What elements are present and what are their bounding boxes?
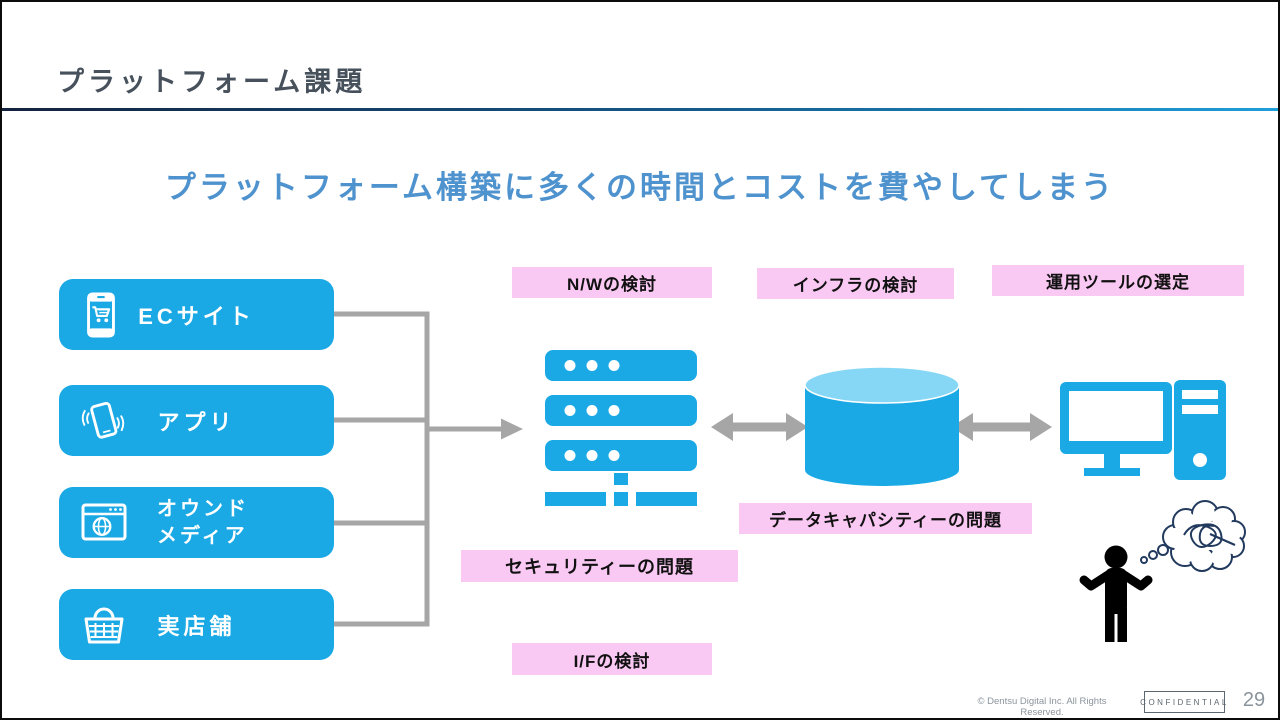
title-divider [2, 108, 1278, 111]
issue-label-data-capacity: データキャパシティーの問題 [739, 503, 1032, 534]
channel-box-ec-site: ECサイト [59, 279, 334, 350]
double-arrow-server-db-icon [711, 413, 808, 441]
issue-label-infra: インフラの検討 [757, 268, 954, 299]
browser-globe-icon [81, 503, 127, 543]
smartphone-cart-icon [81, 291, 121, 338]
double-arrow-db-pc-icon [951, 413, 1052, 441]
channel-label-line2: メディア [157, 524, 248, 547]
channel-label: ECサイト [138, 303, 255, 329]
confidential-badge: CONFIDENTIAL [1140, 691, 1226, 713]
arrow-to-server-icon [429, 418, 523, 440]
issue-label-nw: N/Wの検討 [512, 267, 712, 298]
channel-label-line1: オウンド [157, 497, 249, 520]
shopping-basket-icon [81, 604, 127, 646]
channel-connector-lines [334, 311, 430, 627]
channel-label: オウンド メディア [59, 496, 334, 550]
issue-label-interface: I/Fの検討 [512, 643, 712, 675]
channel-label: 実店舗 [157, 613, 236, 639]
copyright-text: © Dentsu Digital Inc. All Rights Reserve… [977, 696, 1107, 718]
channel-box-app: アプリ [59, 385, 334, 456]
issue-label-security: セキュリティーの問題 [461, 550, 738, 582]
confused-person-icon [1079, 500, 1246, 642]
page-title: プラットフォーム課題 [57, 67, 367, 97]
desktop-pc-icon [1060, 380, 1226, 480]
channel-box-physical-store: 実店舗 [59, 589, 334, 660]
database-icon [804, 366, 960, 486]
page-number: 29 [1242, 689, 1266, 711]
channel-box-owned-media: オウンド メディア [59, 487, 334, 558]
smartphone-shake-icon [81, 398, 125, 444]
thought-bubble-icon [1140, 500, 1246, 572]
channel-label: アプリ [157, 409, 236, 435]
person-silhouette [1104, 545, 1128, 642]
slide-headline: プラットフォーム構築に多くの時間とコストを費やしてしまう [164, 170, 1116, 205]
server-icon [545, 350, 697, 506]
issue-label-ops-tool: 運用ツールの選定 [992, 265, 1244, 296]
